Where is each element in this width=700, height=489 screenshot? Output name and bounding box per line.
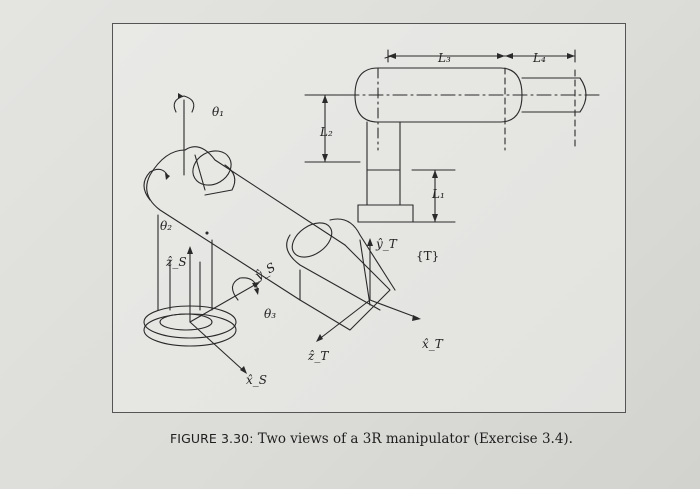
label-zS: ẑ_S	[165, 255, 187, 269]
caption-text: Two views of a 3R manipulator (Exercise …	[253, 431, 573, 447]
label-theta2: θ₂	[160, 219, 172, 233]
figure-caption: FIGURE 3.30: Two views of a 3R manipulat…	[170, 431, 640, 447]
label-L4: L₄	[532, 51, 546, 65]
label-L2: L₂	[319, 125, 333, 139]
label-xT: x̂_T	[422, 337, 444, 351]
label-theta3: θ₃	[264, 307, 276, 321]
label-L1: L₁	[431, 187, 445, 201]
label-yT: ŷ_T	[375, 237, 398, 251]
axis-arrowheads	[165, 93, 421, 374]
caption-label: FIGURE 3.30:	[170, 431, 254, 446]
label-xS: x̂_S	[246, 373, 267, 387]
label-theta1: θ₁	[212, 105, 224, 119]
left-view-robot	[143, 95, 396, 347]
dimension-arrowheads	[322, 53, 575, 222]
label-L3: L₃	[437, 51, 451, 65]
coordinate-axes	[189, 239, 419, 373]
label-frame-T: {T}	[416, 249, 439, 263]
figure-frame	[112, 23, 626, 413]
top-view-link	[344, 67, 601, 223]
dimension-lines	[304, 49, 576, 223]
drawing-labels: θ₁ θ₂ θ₃ L₁ L₂ L₃ L₄ ẑ_S ŷ_S x̂_S ŷ_T ẑ_…	[160, 51, 546, 387]
label-zT: ẑ_T	[307, 349, 329, 363]
label-yS: ŷ_S	[252, 260, 278, 283]
